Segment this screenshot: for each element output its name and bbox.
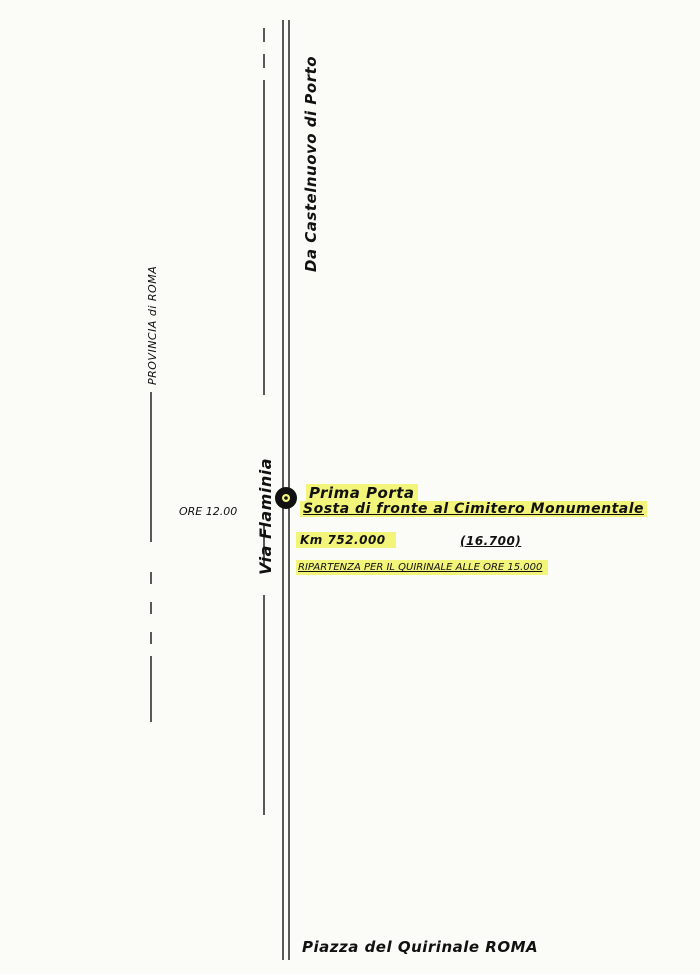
stop-title: Prima Porta	[306, 484, 418, 502]
destination-label: Piazza del Quirinale ROMA	[302, 938, 539, 956]
stop-km: Km 752.000	[296, 532, 396, 548]
road-label: Via Flaminia	[256, 458, 275, 575]
origin-label: Da Castelnuovo di Porto	[302, 55, 320, 272]
stop-subtitle: Sosta di fronte al Cimitero Monumentale	[300, 501, 648, 517]
departure-note: RIPARTENZA PER IL QUIRINALE ALLE ORE 15.…	[296, 560, 549, 575]
province-label: PROVINCIA di ROMA	[146, 265, 159, 385]
stop-time: ORE 12.00	[179, 505, 238, 518]
stop-partial-km: (16.700)	[460, 534, 522, 548]
